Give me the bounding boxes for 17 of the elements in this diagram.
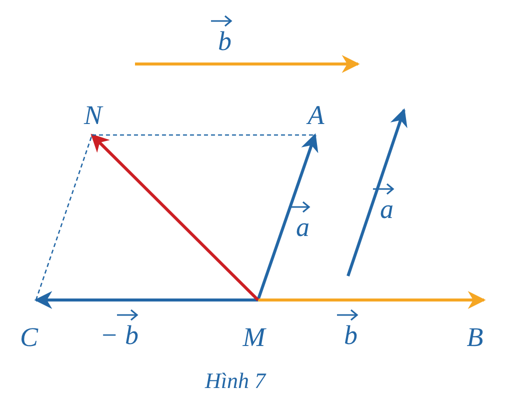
vector-arrow — [258, 291, 486, 309]
vector-label: b — [218, 26, 232, 56]
vector-label: a — [380, 194, 394, 224]
vector-arrow — [34, 291, 258, 309]
point-label: B — [460, 300, 490, 352]
point-label: N — [80, 100, 106, 135]
dashed-line — [92, 134, 315, 136]
edge-label: b — [344, 320, 358, 350]
vector-arrow — [256, 133, 318, 300]
point-label: M — [238, 300, 270, 352]
edge-label: − b — [100, 320, 138, 350]
edge-label: a — [296, 212, 310, 242]
dashed-line — [35, 134, 93, 300]
point-label: A — [303, 100, 329, 135]
point-label: C — [14, 300, 44, 352]
vector-arrow — [90, 134, 260, 302]
caption: Hình 7 — [205, 368, 266, 394]
